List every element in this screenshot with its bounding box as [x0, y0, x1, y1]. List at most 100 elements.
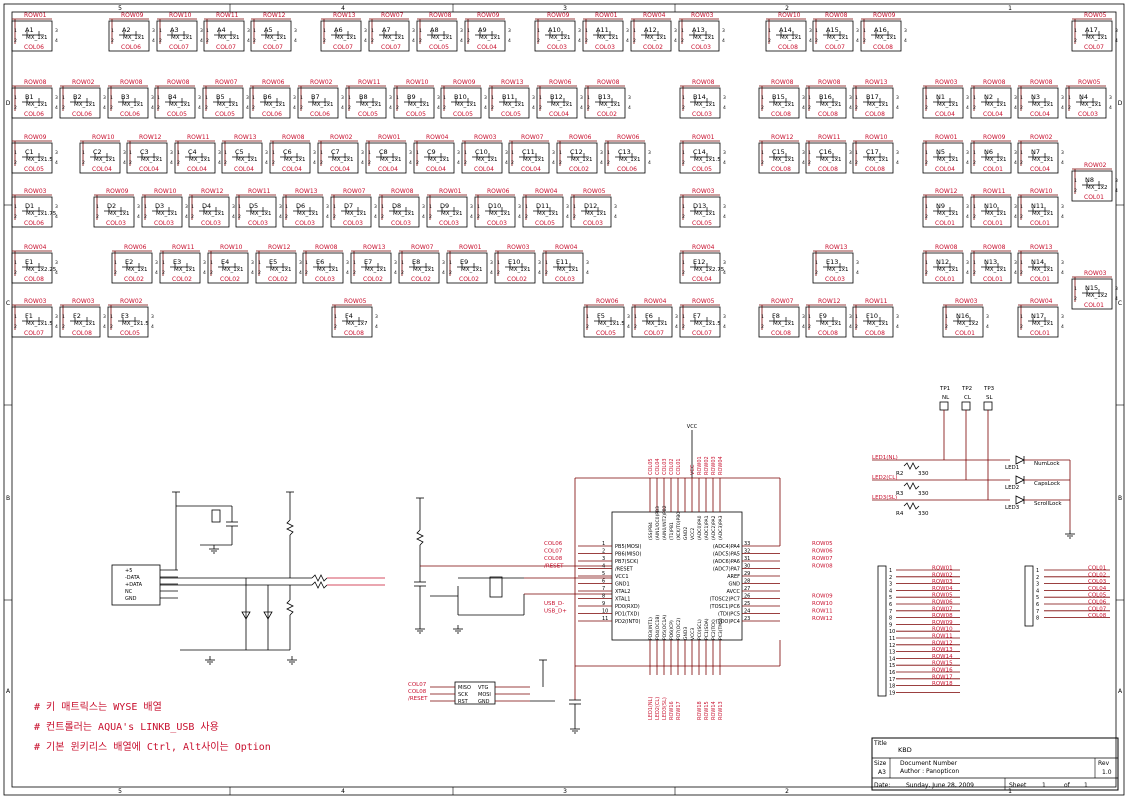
j2-pin-number: 5: [1036, 595, 1039, 601]
switch-value: MX_1x1: [265, 35, 287, 41]
pin-number: 1: [82, 150, 85, 156]
crystal-y1: [489, 576, 503, 598]
switch-col-net: COL03: [315, 276, 335, 283]
switch-col-net: COL04: [474, 166, 494, 173]
switch-value: MX_1x1: [393, 211, 415, 217]
switch-ref: B14: [693, 93, 706, 101]
switch-body: [942, 306, 984, 338]
switch-ref: F7: [693, 312, 701, 320]
pin-number: 2: [14, 214, 17, 220]
switch-col-net: COL01: [1030, 276, 1050, 283]
switch-value: MX_1x1: [509, 267, 531, 273]
pin-number: 1: [62, 314, 65, 320]
mcu-pin-name: XTAL1: [615, 597, 630, 603]
pin-number: 2: [808, 105, 811, 111]
switch-col-net: COL03: [583, 220, 603, 227]
switch-value: MX_1x1: [250, 211, 272, 217]
pin-number: 3: [247, 28, 250, 34]
switch-row-net: ROW12: [268, 244, 291, 251]
pin-number: 4: [251, 270, 254, 276]
pin-number: 3: [55, 314, 58, 320]
pin-number: 4: [55, 270, 58, 276]
mcu-pin-name: PD2(INT0): [615, 619, 640, 625]
switch-row-net: ROW03: [1084, 270, 1107, 277]
resistor-symbol: [903, 502, 920, 510]
switch-row-net: ROW04: [24, 244, 47, 251]
switch-ref: D5: [249, 202, 258, 210]
switch-body: [534, 20, 576, 52]
switch-value: MX_1x1: [694, 102, 716, 108]
pin-number: 2: [633, 38, 636, 44]
pin-number: 2: [14, 38, 17, 44]
switch-body: [156, 20, 198, 52]
switch-row-net: ROW08: [1030, 79, 1053, 86]
switch-value: MX_1x1: [820, 321, 842, 327]
pin-number: 1: [285, 204, 288, 210]
switch-value: MX_1x1: [270, 267, 292, 273]
switch-body: [93, 196, 135, 228]
mcu-pin-name: VCC1: [615, 574, 629, 580]
led-label: NumLock: [1034, 461, 1060, 467]
switch-body: [970, 142, 1012, 174]
pin-number: 1: [1020, 260, 1023, 266]
mcu-pin-num: 7: [602, 586, 605, 592]
switch-row-net: ROW07: [521, 134, 544, 141]
switch-row-net: ROW10: [92, 134, 115, 141]
switch-body: [126, 142, 168, 174]
switch-ref: C16: [819, 148, 832, 156]
switch-col-net: COL08: [865, 166, 885, 173]
mcu-pin-net: ROW10: [812, 601, 833, 607]
switch-body: [416, 20, 458, 52]
switch-col-net: COL05: [215, 111, 235, 118]
j1-pin-number: 14: [889, 656, 895, 662]
mcu-pin-net: ROW03: [711, 456, 717, 475]
pin-number: 1: [14, 95, 17, 101]
pin-number: 1: [467, 28, 470, 34]
switch-body: [302, 252, 344, 284]
pin-number: 4: [232, 214, 235, 220]
pin-number: 4: [326, 214, 329, 220]
switch-value: MX_1x1: [74, 102, 96, 108]
switch-value: MX_1x1: [937, 157, 959, 163]
pin-number: 4: [375, 324, 378, 330]
switch-ref: C1: [25, 148, 34, 156]
border-row-B-right: B: [1118, 495, 1122, 502]
pin-number: 4: [123, 160, 126, 166]
switch-col-net: COL07: [24, 330, 44, 337]
j1-pin-number: 13: [889, 650, 895, 656]
switch-row-net: ROW10: [169, 12, 192, 19]
pin-number: 2: [238, 214, 241, 220]
switch-col-net: COL08: [778, 44, 798, 51]
switch-col-net: COL05: [406, 111, 426, 118]
switch-row-net: ROW01: [935, 134, 958, 141]
switch-col-net: COL03: [343, 220, 363, 227]
pin-number: 3: [578, 28, 581, 34]
pin-number: 1: [633, 28, 636, 34]
switch-body: [250, 20, 292, 52]
pin-number: 3: [374, 204, 377, 210]
pin-number: 3: [627, 314, 630, 320]
mcu-pin-name: PD7(OC2): [676, 618, 682, 640]
j2-pin-number: 1: [1036, 568, 1039, 574]
pin-number: 1: [808, 314, 811, 320]
switch-row-net: ROW04: [1030, 298, 1053, 305]
switch-col-net: COL02: [124, 276, 144, 283]
pin-number: 4: [313, 160, 316, 166]
switch-ref: F3: [121, 312, 129, 320]
size-label: Size: [874, 760, 887, 767]
switch-value: MX_1x1.5: [694, 321, 721, 327]
pin-number: 3: [1014, 204, 1017, 210]
pin-number: 2: [1074, 296, 1077, 302]
switch-ref: A2: [122, 26, 131, 34]
switch-col-net: COL02: [268, 276, 288, 283]
mcu-pin-name: GND3: [683, 627, 689, 640]
mcu-pin-num: 23: [744, 616, 750, 622]
mcu-pin-net: LED2(CL): [655, 697, 661, 720]
j2-pin-number: 7: [1036, 609, 1039, 615]
switch-row-net: ROW03: [24, 188, 47, 195]
